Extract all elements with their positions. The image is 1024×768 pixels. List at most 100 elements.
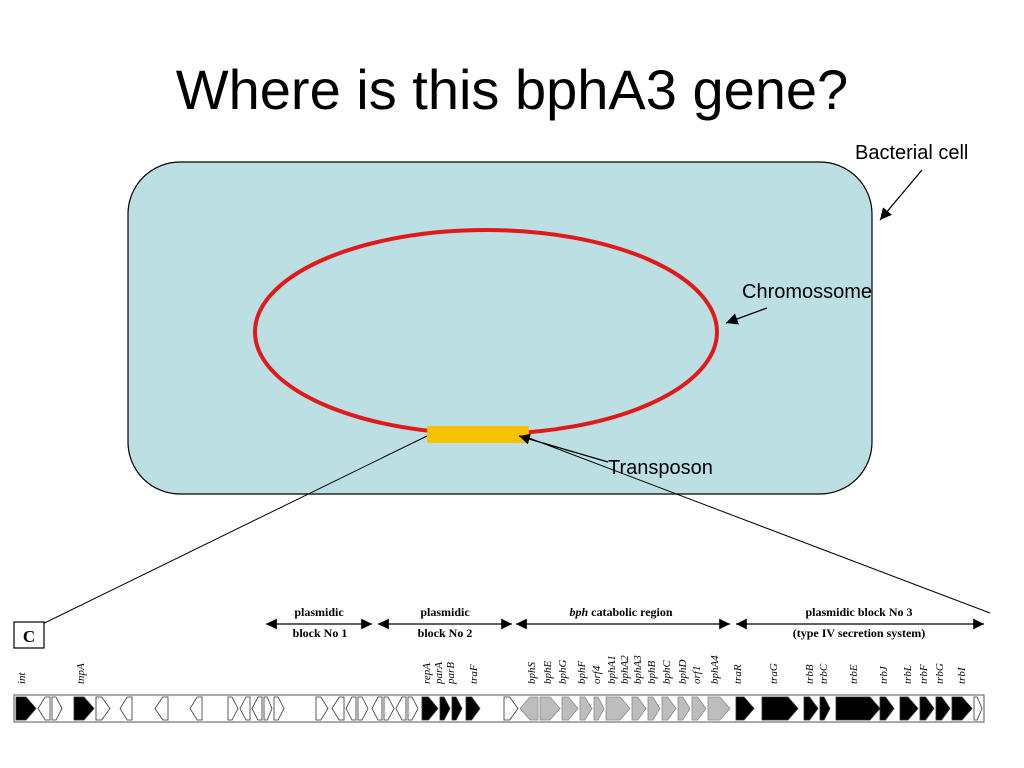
gene-arrow xyxy=(593,696,605,721)
gene-arrow xyxy=(421,696,439,721)
gene-label: trbB xyxy=(804,664,816,684)
gene-arrow xyxy=(605,696,631,721)
gene-arrow xyxy=(439,696,451,721)
gene-arrow xyxy=(395,696,407,721)
gene-label: parB xyxy=(445,662,457,685)
gene-label: traR xyxy=(732,664,744,684)
gene-arrow xyxy=(263,696,273,721)
gene-label: bphE xyxy=(542,661,554,685)
gene-arrow xyxy=(51,696,63,721)
gene-label: bphF xyxy=(576,661,588,685)
block-4-line1: plasmidic block No 3 xyxy=(805,605,912,619)
gene-arrow xyxy=(227,696,239,721)
gene-arrow xyxy=(189,696,203,721)
block-2-line2: block No 2 xyxy=(418,626,473,640)
gene-arrow xyxy=(899,696,919,721)
gene-arrow xyxy=(803,696,819,721)
gene-label: trbC xyxy=(818,663,830,684)
gene-label: int xyxy=(16,671,28,684)
gene-label: tnpA xyxy=(75,663,87,684)
gene-label: trbF xyxy=(918,664,930,684)
gene-arrow xyxy=(73,696,95,721)
gene-label: trbI xyxy=(956,666,968,684)
gene-arrow xyxy=(119,696,133,721)
gene-arrow xyxy=(154,696,169,721)
gene-label: trbE xyxy=(848,664,860,684)
gene-arrow xyxy=(879,696,895,721)
gene-arrow xyxy=(357,696,369,721)
gene-label: bphB xyxy=(646,661,658,685)
gene-arrow xyxy=(735,696,755,721)
gene-arrow xyxy=(251,696,263,721)
gene-label: traG xyxy=(768,663,780,684)
gene-arrow xyxy=(691,696,707,721)
gene-label: trbL xyxy=(902,665,914,684)
gene-arrow xyxy=(37,696,51,721)
gene-arrow xyxy=(973,696,983,721)
gene-label: bphA1 xyxy=(606,655,618,684)
gene-label: bphA2 xyxy=(619,655,631,684)
gene-arrow xyxy=(273,696,285,721)
block-2-line1: plasmidic xyxy=(420,605,470,619)
gene-label: trbG xyxy=(934,663,946,684)
gene-arrow xyxy=(315,696,329,721)
gene-label: bphA3 xyxy=(632,655,644,684)
gene-label: bphD xyxy=(677,660,689,685)
block-header-2: plasmidic block No 2 xyxy=(378,605,512,640)
block-header-3: bph catabolic region xyxy=(516,605,730,630)
gene-arrow xyxy=(677,696,691,721)
gene-arrow xyxy=(579,696,593,721)
gene-arrow xyxy=(835,696,881,721)
gene-label: parA xyxy=(433,662,445,685)
bacterial-cell-label: Bacterial cell xyxy=(855,142,968,164)
gene-arrow xyxy=(15,696,37,721)
gene-arrow xyxy=(561,696,579,721)
bacterial-cell-pointer xyxy=(879,169,923,221)
gene-arrow xyxy=(451,696,463,721)
gene-label: bphG xyxy=(557,660,569,685)
gene-label: orf1 xyxy=(691,666,703,684)
gene-label: bphA4 xyxy=(709,655,721,684)
gene-arrow xyxy=(519,696,539,721)
block-1-line2: block No 1 xyxy=(293,626,348,640)
gene-arrow xyxy=(239,696,251,721)
transposon-label: Transposon xyxy=(608,457,713,479)
block-header-1: plasmidic block No 1 xyxy=(266,605,372,640)
gene-arrow xyxy=(331,696,345,721)
bacterial-cell xyxy=(127,161,873,495)
block-3-rest: catabolic region xyxy=(588,605,673,619)
block-3-italic: bph xyxy=(569,605,588,619)
gene-arrow xyxy=(407,696,419,721)
gene-arrow xyxy=(661,696,677,721)
gene-label: repA xyxy=(421,663,433,684)
gene-arrows xyxy=(15,696,983,721)
gene-label: bphC xyxy=(661,660,673,685)
transposon-segment xyxy=(427,426,529,443)
gene-arrow xyxy=(819,696,831,721)
block-3-line1: bph catabolic region xyxy=(569,605,672,619)
gene-labels: int tnpA repA parA parB traF bphS bphE b… xyxy=(16,655,968,685)
gene-arrow xyxy=(647,696,661,721)
gene-arrow xyxy=(465,696,481,721)
gene-arrow xyxy=(951,696,973,721)
panel-label-box xyxy=(13,621,45,649)
gene-label: trbJ xyxy=(878,665,890,684)
gene-arrow xyxy=(345,696,357,721)
chromosome-label: Chromossome xyxy=(742,281,872,303)
gene-arrow xyxy=(761,696,799,721)
zoom-line-right xyxy=(528,437,991,614)
block-header-4: plasmidic block No 3 (type IV secretion … xyxy=(736,605,984,640)
block-1-line1: plasmidic xyxy=(294,605,344,619)
gene-arrow xyxy=(383,696,395,721)
gene-arrow xyxy=(935,696,951,721)
zoom-line-left xyxy=(17,435,428,637)
slide-title: Where is this bphA3 gene? xyxy=(175,58,849,121)
gene-arrow xyxy=(707,696,731,721)
gene-arrow xyxy=(503,696,519,721)
gene-arrow xyxy=(95,696,111,721)
gene-arrow xyxy=(539,696,561,721)
gene-label: bphS xyxy=(526,662,538,685)
block-4-line2: (type IV secretion system) xyxy=(793,626,926,640)
gene-arrow xyxy=(371,696,383,721)
